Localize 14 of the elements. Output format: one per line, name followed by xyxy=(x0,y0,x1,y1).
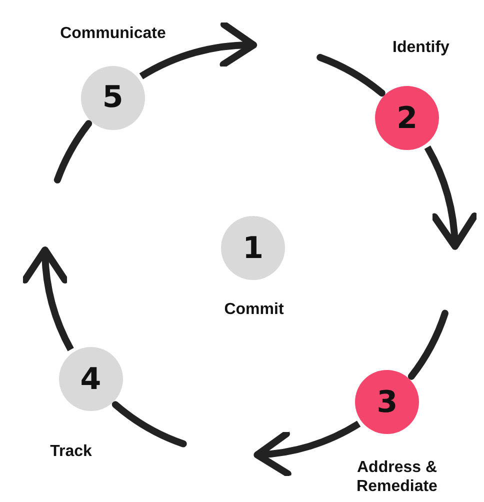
step-label: Address & Remediate xyxy=(356,458,438,496)
curved-arrow xyxy=(424,146,476,250)
step-number: 3 xyxy=(355,370,420,434)
curved-arrow xyxy=(23,246,74,352)
step-number: 4 xyxy=(58,347,123,411)
step-number: 2 xyxy=(375,86,440,150)
step-label: Track xyxy=(49,442,93,462)
step-label: Identify xyxy=(392,38,450,58)
step-number: 1 xyxy=(221,216,285,280)
curved-arrow xyxy=(140,22,258,80)
step-number: 5 xyxy=(80,66,145,130)
curved-arrow xyxy=(254,420,360,476)
step-label: Commit xyxy=(223,300,285,320)
step-label: Communicate xyxy=(59,24,167,44)
